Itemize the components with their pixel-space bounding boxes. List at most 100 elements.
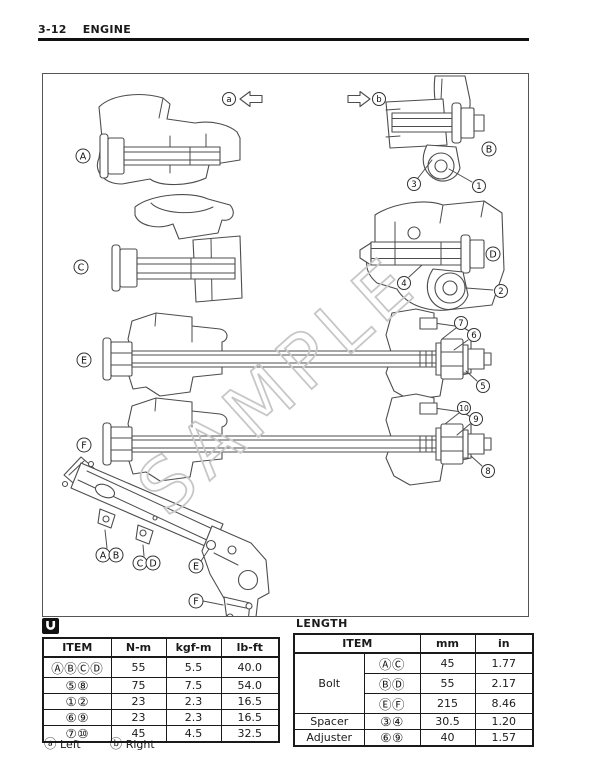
callout-D: D bbox=[485, 246, 501, 262]
callout-2: 2 bbox=[494, 284, 508, 298]
length-item-name: Spacer bbox=[293, 713, 365, 730]
torque-col-lbft: lb-ft bbox=[220, 637, 280, 658]
callout-6: 6 bbox=[467, 328, 481, 342]
svg-text:6: 6 bbox=[471, 331, 476, 341]
section-title: ENGINE bbox=[82, 23, 132, 36]
callout-3: 3 bbox=[407, 177, 421, 191]
svg-text:10: 10 bbox=[459, 404, 469, 413]
bolt-e-drawing bbox=[102, 308, 492, 401]
torque-item: ⑤⑧ bbox=[42, 677, 112, 694]
torque-lbft: 32.5 bbox=[220, 725, 280, 743]
svg-text:B: B bbox=[486, 144, 493, 155]
engine-mounting-diagram: a b A bbox=[61, 75, 508, 616]
torque-col-nm: N-m bbox=[110, 637, 167, 658]
table-row: Spacer ③④ 30.5 1.20 bbox=[293, 713, 534, 730]
length-col-item: ITEM bbox=[293, 633, 421, 654]
callout-F: F bbox=[76, 437, 92, 453]
legend-a-marker: ⓐ bbox=[44, 736, 57, 751]
length-in: 1.77 bbox=[474, 652, 534, 674]
frame-location-drawing bbox=[61, 456, 270, 616]
torque-kgfm: 4.5 bbox=[165, 725, 222, 743]
torque-item: ⑥⑨ bbox=[42, 709, 112, 726]
callout-A: A bbox=[75, 148, 91, 164]
frame-callout-F: F bbox=[188, 593, 204, 609]
callout-B: B bbox=[481, 141, 497, 157]
torque-header-row: ITEM N-m kgf-m lb-ft bbox=[42, 637, 280, 658]
length-table: ITEM mm in Bolt ⒶⒸ 45 1.77 ⒷⒹ 55 2.17 ⒺⒻ… bbox=[293, 633, 534, 747]
mount-b-drawing bbox=[385, 75, 485, 183]
length-mm: 215 bbox=[419, 693, 476, 714]
callout-8: 8 bbox=[481, 464, 495, 478]
length-item-refs: ⒺⒻ bbox=[363, 693, 421, 714]
length-item-refs: ⒶⒸ bbox=[363, 652, 421, 674]
callout-9: 9 bbox=[469, 412, 483, 426]
torque-lbft: 16.5 bbox=[220, 709, 280, 726]
svg-text:D: D bbox=[489, 249, 496, 260]
length-in: 1.57 bbox=[474, 729, 534, 747]
callout-5: 5 bbox=[476, 379, 490, 393]
callout-C: C bbox=[73, 259, 89, 275]
callout-10: 10 bbox=[457, 401, 471, 415]
torque-kgfm: 7.5 bbox=[165, 677, 222, 694]
length-mm: 30.5 bbox=[419, 713, 476, 730]
page-header: 3-12 ENGINE bbox=[38, 23, 131, 36]
length-item-name: Adjuster bbox=[293, 729, 365, 747]
svg-text:A: A bbox=[80, 151, 87, 162]
torque-nm: 23 bbox=[110, 693, 167, 710]
svg-text:1: 1 bbox=[476, 182, 481, 192]
mount-a-drawing bbox=[96, 94, 241, 186]
length-item-name: Bolt bbox=[293, 652, 365, 714]
svg-text:F: F bbox=[81, 440, 86, 451]
frame-callout-E: E bbox=[188, 558, 204, 574]
torque-kgfm: 5.5 bbox=[165, 656, 222, 678]
torque-nm: 23 bbox=[110, 709, 167, 726]
length-in: 8.46 bbox=[474, 693, 534, 714]
svg-text:3: 3 bbox=[411, 180, 416, 190]
length-mm: 55 bbox=[419, 673, 476, 694]
legend-a-label: Left bbox=[60, 738, 81, 751]
svg-text:F: F bbox=[193, 596, 198, 607]
right-arrow-icon bbox=[347, 90, 371, 108]
torque-lbft: 40.0 bbox=[220, 656, 280, 678]
svg-text:D: D bbox=[149, 558, 156, 569]
table-row: ⒶⒷⒸⒹ 55 5.5 40.0 bbox=[42, 656, 280, 678]
torque-nm: 45 bbox=[110, 725, 167, 743]
torque-item: ①② bbox=[42, 693, 112, 710]
table-row: ⒷⒹ 55 2.17 bbox=[294, 673, 534, 694]
bolt-f-drawing bbox=[102, 393, 492, 486]
callout-1: 1 bbox=[472, 179, 486, 193]
torque-kgfm: 2.3 bbox=[165, 709, 222, 726]
left-arrow-icon bbox=[239, 90, 263, 108]
torque-col-item: ITEM bbox=[42, 637, 112, 658]
table-row: ①② 23 2.3 16.5 bbox=[42, 693, 280, 710]
page-number: 3-12 bbox=[38, 23, 67, 36]
svg-text:C: C bbox=[78, 262, 85, 273]
diagram-panel: a b A bbox=[42, 73, 529, 617]
torque-wrench-icon bbox=[42, 618, 59, 634]
frame-callout-C: C bbox=[132, 555, 148, 571]
table-row: ⑥⑨ 23 2.3 16.5 bbox=[42, 709, 280, 726]
table-row: Bolt ⒶⒸ 45 1.77 bbox=[293, 652, 534, 714]
table-row: Adjuster ⑥⑨ 40 1.57 bbox=[293, 729, 534, 747]
mount-c-drawing bbox=[111, 194, 243, 303]
svg-text:E: E bbox=[81, 355, 87, 366]
length-mm: 40 bbox=[419, 729, 476, 747]
length-item-refs: ⒷⒹ bbox=[363, 673, 421, 694]
table-row: ⒺⒻ 215 8.46 bbox=[294, 693, 534, 714]
legend-b-marker: ⓑ bbox=[109, 736, 123, 751]
torque-table: ITEM N-m kgf-m lb-ft ⒶⒷⒸⒹ 55 5.5 40.0 ⑤⑧… bbox=[42, 637, 280, 743]
length-in: 1.20 bbox=[474, 713, 534, 730]
direction-markers: a b bbox=[222, 90, 386, 108]
torque-item: ⑦⑩ bbox=[42, 725, 112, 743]
svg-text:8: 8 bbox=[485, 467, 490, 477]
legend-b-label: Right bbox=[125, 738, 155, 751]
svg-text:2: 2 bbox=[498, 287, 503, 297]
svg-text:B: B bbox=[113, 550, 120, 561]
direction-marker-b: b bbox=[376, 95, 381, 105]
length-col-in: in bbox=[474, 633, 534, 654]
length-item-refs: ③④ bbox=[363, 713, 421, 730]
frame-callout-A: A bbox=[95, 547, 111, 563]
torque-nm: 75 bbox=[110, 677, 167, 694]
svg-text:4: 4 bbox=[401, 279, 406, 289]
